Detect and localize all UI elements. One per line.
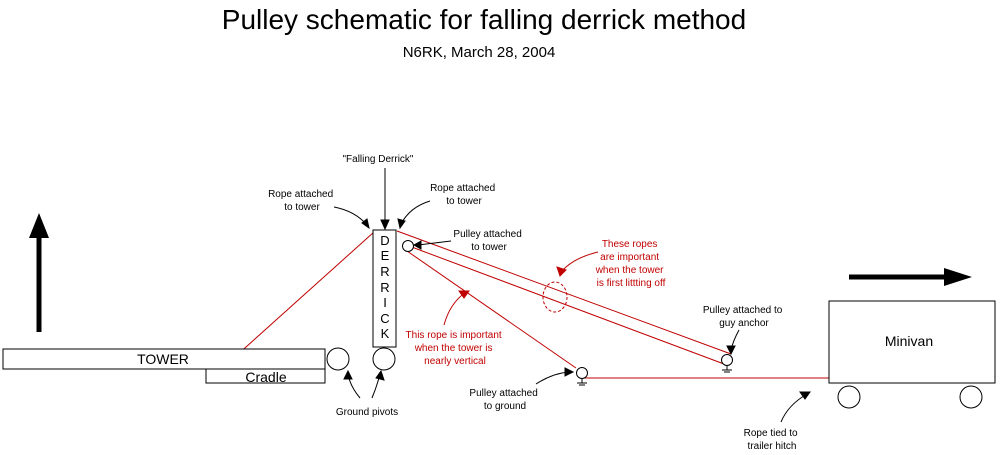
svg-text:R: R [380,264,389,279]
rope-derrick-to-guy-anchor [396,230,732,355]
minivan-label: Minivan [885,333,933,349]
rope-tied-hitch-arrow [780,393,808,423]
tower-up-arrow [29,213,49,332]
falling-derrick-label: "Falling Derrick" [342,154,413,165]
pulley-ground-label: Pulley attached to ground [469,388,540,412]
tower [2,348,326,370]
ropes-highlight-circle [542,281,568,313]
minivan-wheel-left [837,385,861,409]
svg-text:I: I [383,295,387,310]
svg-text:E: E [381,248,390,263]
minivan [828,300,996,384]
pulley-guy-anchor [721,354,733,373]
svg-text:C: C [380,311,389,326]
ground-pivot-right [372,347,396,371]
svg-text:D: D [380,233,389,248]
rope-attached-right-arrow [400,200,431,225]
svg-text:R: R [380,280,389,295]
rope-attached-left-label: Rope attached to tower [268,189,336,213]
derrick-label: D E R R I C K [380,233,389,341]
rope-attached-right-label: Rope attached to tower [430,183,498,207]
rope-nearly-vertical-label: This rope is important when the tower is… [406,330,505,367]
rope-attached-left-arrow [333,206,368,226]
svg-text:K: K [381,326,390,341]
pulley-tower-arrow [417,240,452,246]
pulley-tower [402,240,414,252]
ground-pivot-left [326,347,350,371]
rope-tied-hitch-label: Rope tied to trailer hitch [744,428,801,452]
red-annotation-arrows [443,251,599,326]
ground-pivots-label: Ground pivots [336,407,398,418]
rope-tower-pulley-to-guy-anchor [408,245,725,365]
rope-tower-pulley-to-ground-pulley [406,250,577,369]
minivan-wheel-right [959,385,983,409]
pulley-guy-anchor-label: Pulley attached to guy anchor [703,305,785,329]
cradle-label: Cradle [245,369,286,385]
minivan-right-arrow [849,268,972,286]
ropes-first-lifting-label: These ropes are important when the tower… [595,239,667,289]
pulley-tower-label: Pulley attached to tower [453,229,524,253]
tower-label: TOWER [137,351,189,367]
pulley-ground [576,367,588,386]
annotation-arrows [333,168,811,423]
ropes-first-lifting-arrow [560,251,599,273]
diagram-title: Pulley schematic for falling derrick met… [222,4,746,35]
diagram-subtitle: N6RK, March 28, 2004 [403,44,556,61]
derrick [372,229,397,348]
